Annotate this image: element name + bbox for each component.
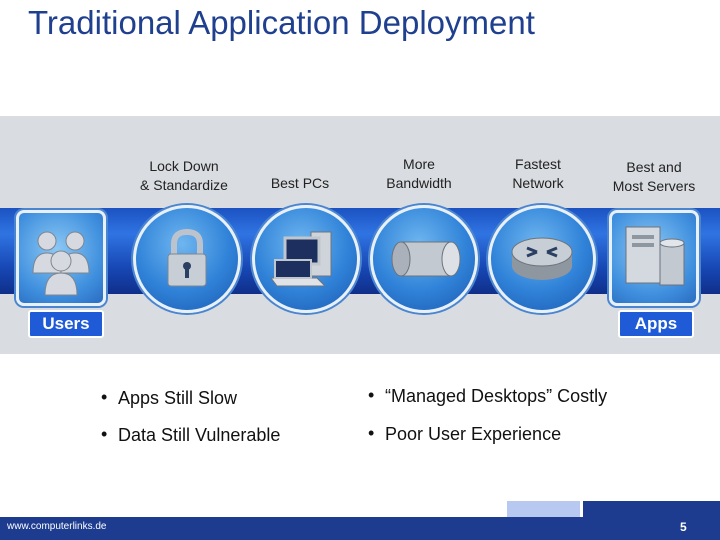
label-fastest-network: Fastest Network <box>492 155 584 193</box>
page-number: 5 <box>680 520 687 534</box>
bullet-text: Apps Still Slow <box>118 388 238 408</box>
users-tile <box>16 210 106 306</box>
label-line: Lock Down <box>149 158 219 174</box>
label-line: Most Servers <box>612 178 696 194</box>
label-line: More <box>403 156 435 172</box>
footer-accent-light <box>507 501 580 517</box>
label-line: Network <box>512 175 564 191</box>
apps-tile <box>609 210 699 306</box>
footer-url: www.computerlinks.de <box>7 521 107 532</box>
pc-circle <box>252 205 360 313</box>
router-icon <box>511 237 573 280</box>
pipe-icon <box>391 241 461 277</box>
label-more-bandwidth: More Bandwidth <box>370 155 468 193</box>
label-line: Fastest <box>515 156 561 172</box>
users-tag: Users <box>28 310 104 338</box>
page-title: Traditional Application Deployment <box>28 4 535 41</box>
bullet-item: • Data Still Vulnerable <box>101 424 281 446</box>
bullet-text: “Managed Desktops” Costly <box>385 386 608 406</box>
label-line: Best PCs <box>270 175 330 191</box>
users-icon <box>32 231 90 296</box>
footer-accent-dark <box>583 501 720 517</box>
server-icon <box>625 226 685 286</box>
label-line: & Standardize <box>140 177 228 193</box>
bullet-dot: • <box>368 385 375 405</box>
label-best-servers: Best and Most Servers <box>598 158 710 196</box>
label-line: Bandwidth <box>386 175 452 191</box>
pc-icon <box>270 231 332 287</box>
bandwidth-circle <box>370 205 478 313</box>
bullet-item: • “Managed Desktops” Costly <box>368 385 608 407</box>
footer-bar <box>0 517 720 540</box>
bullet-item: • Poor User Experience <box>368 423 562 445</box>
bullet-dot: • <box>368 423 375 443</box>
apps-tag: Apps <box>618 310 694 338</box>
label-lock-down: Lock Down & Standardize <box>128 157 240 195</box>
padlock-icon <box>167 228 207 287</box>
bullet-dot: • <box>101 424 108 444</box>
bullet-dot: • <box>101 387 108 407</box>
bullet-item: • Apps Still Slow <box>101 387 238 409</box>
lock-circle <box>133 205 241 313</box>
bullet-text: Data Still Vulnerable <box>118 425 281 445</box>
bullet-text: Poor User Experience <box>385 424 562 444</box>
blue-pipeline <box>0 208 720 294</box>
network-circle <box>488 205 596 313</box>
label-line: Best and <box>626 159 682 175</box>
label-best-pcs: Best PCs <box>255 174 345 193</box>
